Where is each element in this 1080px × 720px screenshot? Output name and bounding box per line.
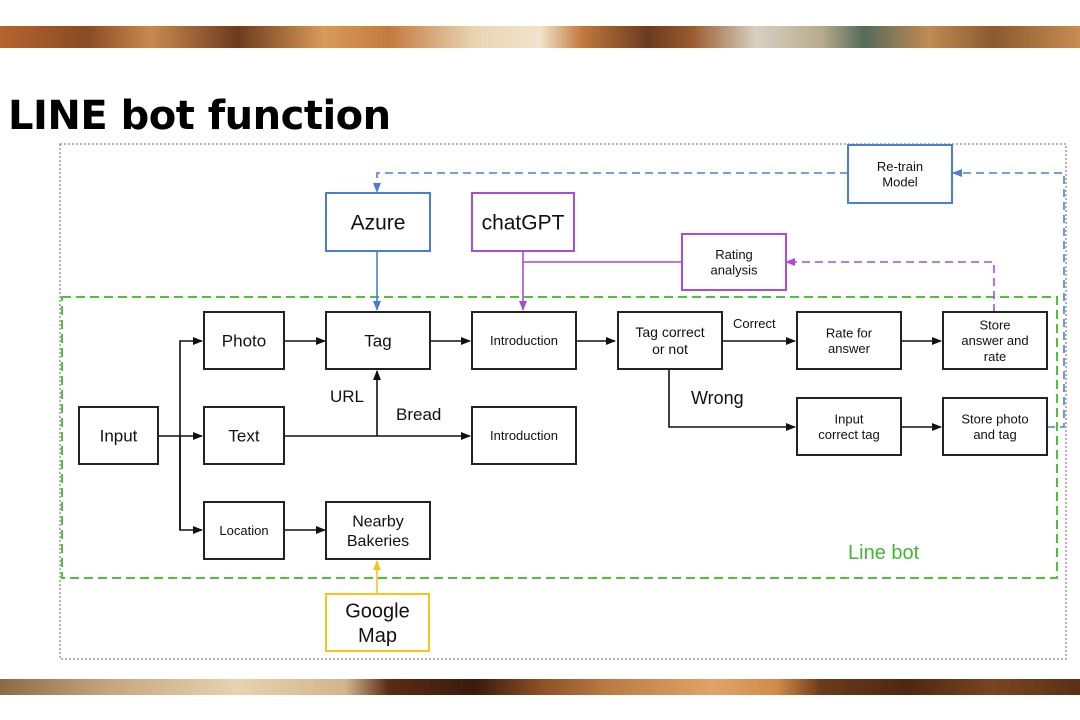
node-box — [325, 311, 431, 370]
node-tag: Tag — [325, 311, 431, 370]
node-box — [203, 406, 285, 465]
node-label: Azure — [351, 212, 406, 235]
line-bot-group-label: Line bot — [848, 542, 920, 564]
edge-input-to-location — [179, 436, 203, 534]
node-box — [471, 192, 575, 252]
node-azure: Azure — [325, 192, 431, 252]
slide-title: LINE bot function — [8, 93, 391, 139]
node-photo: Photo — [203, 311, 285, 370]
node-box — [617, 311, 723, 370]
edge-store-to-rating — [785, 258, 995, 312]
node-introduction-1: Introduction — [471, 311, 577, 370]
node-box — [847, 144, 953, 204]
node-label: Tag correct — [635, 324, 704, 340]
node-box — [471, 311, 577, 370]
node-label: or not — [652, 341, 688, 357]
node-label: Text — [228, 427, 259, 446]
node-label: Nearby — [352, 514, 404, 531]
node-label: correct tag — [818, 427, 879, 442]
node-label: Introduction — [490, 428, 558, 443]
node-label: Rating — [715, 247, 753, 262]
outer-system-boundary — [59, 143, 1067, 660]
node-label: rate — [984, 349, 1006, 364]
node-label: answer and — [961, 333, 1028, 348]
node-box — [796, 311, 902, 370]
node-box — [681, 233, 787, 291]
node-label: Store photo — [961, 411, 1028, 426]
node-label: Location — [219, 523, 268, 538]
node-label: Input — [835, 411, 864, 426]
node-box — [78, 406, 159, 465]
node-box — [471, 406, 577, 465]
node-label: Photo — [222, 332, 266, 351]
edge-label-bread: Bread — [396, 405, 441, 424]
node-box — [203, 311, 285, 370]
node-label: Re-train — [877, 159, 923, 174]
header-bread-banner — [0, 26, 1080, 48]
edge-retrain-to-azure — [373, 172, 848, 193]
node-label: Rate for — [826, 325, 873, 340]
node-box — [942, 397, 1048, 456]
edge-label-correct: Correct — [733, 316, 776, 331]
node-label: and tag — [973, 427, 1016, 442]
node-label: analysis — [711, 263, 758, 278]
node-box — [325, 192, 431, 252]
node-input: Input — [78, 406, 159, 465]
node-label: chatGPT — [482, 212, 565, 235]
node-label: Tag — [364, 332, 391, 351]
node-label: Map — [358, 625, 397, 647]
node-chatgpt: chatGPT — [471, 192, 575, 252]
node-label: Model — [882, 175, 918, 190]
node-introduction-2: Introduction — [471, 406, 577, 465]
edge-storephoto-to-retrain — [952, 169, 1065, 428]
node-box — [325, 501, 431, 560]
line-bot-group — [61, 296, 1058, 579]
node-label: Google — [345, 601, 410, 623]
node-box — [325, 593, 430, 652]
edge-label-url: URL — [330, 387, 364, 406]
node-box — [796, 397, 902, 456]
node-box — [942, 311, 1048, 370]
edge-wrong-to-input-tag — [668, 370, 796, 431]
edges-input — [158, 337, 942, 534]
node-box — [203, 501, 285, 560]
node-text: Text — [203, 406, 285, 465]
node-label: Input — [100, 427, 138, 446]
node-label: Store — [979, 317, 1010, 332]
edge-label-wrong: Wrong — [691, 388, 744, 408]
footer-bread-banner — [0, 679, 1080, 695]
node-location: Location — [203, 501, 285, 560]
node-label: answer — [828, 341, 871, 356]
node-label: Introduction — [490, 333, 558, 348]
node-label: Bakeries — [347, 533, 409, 550]
